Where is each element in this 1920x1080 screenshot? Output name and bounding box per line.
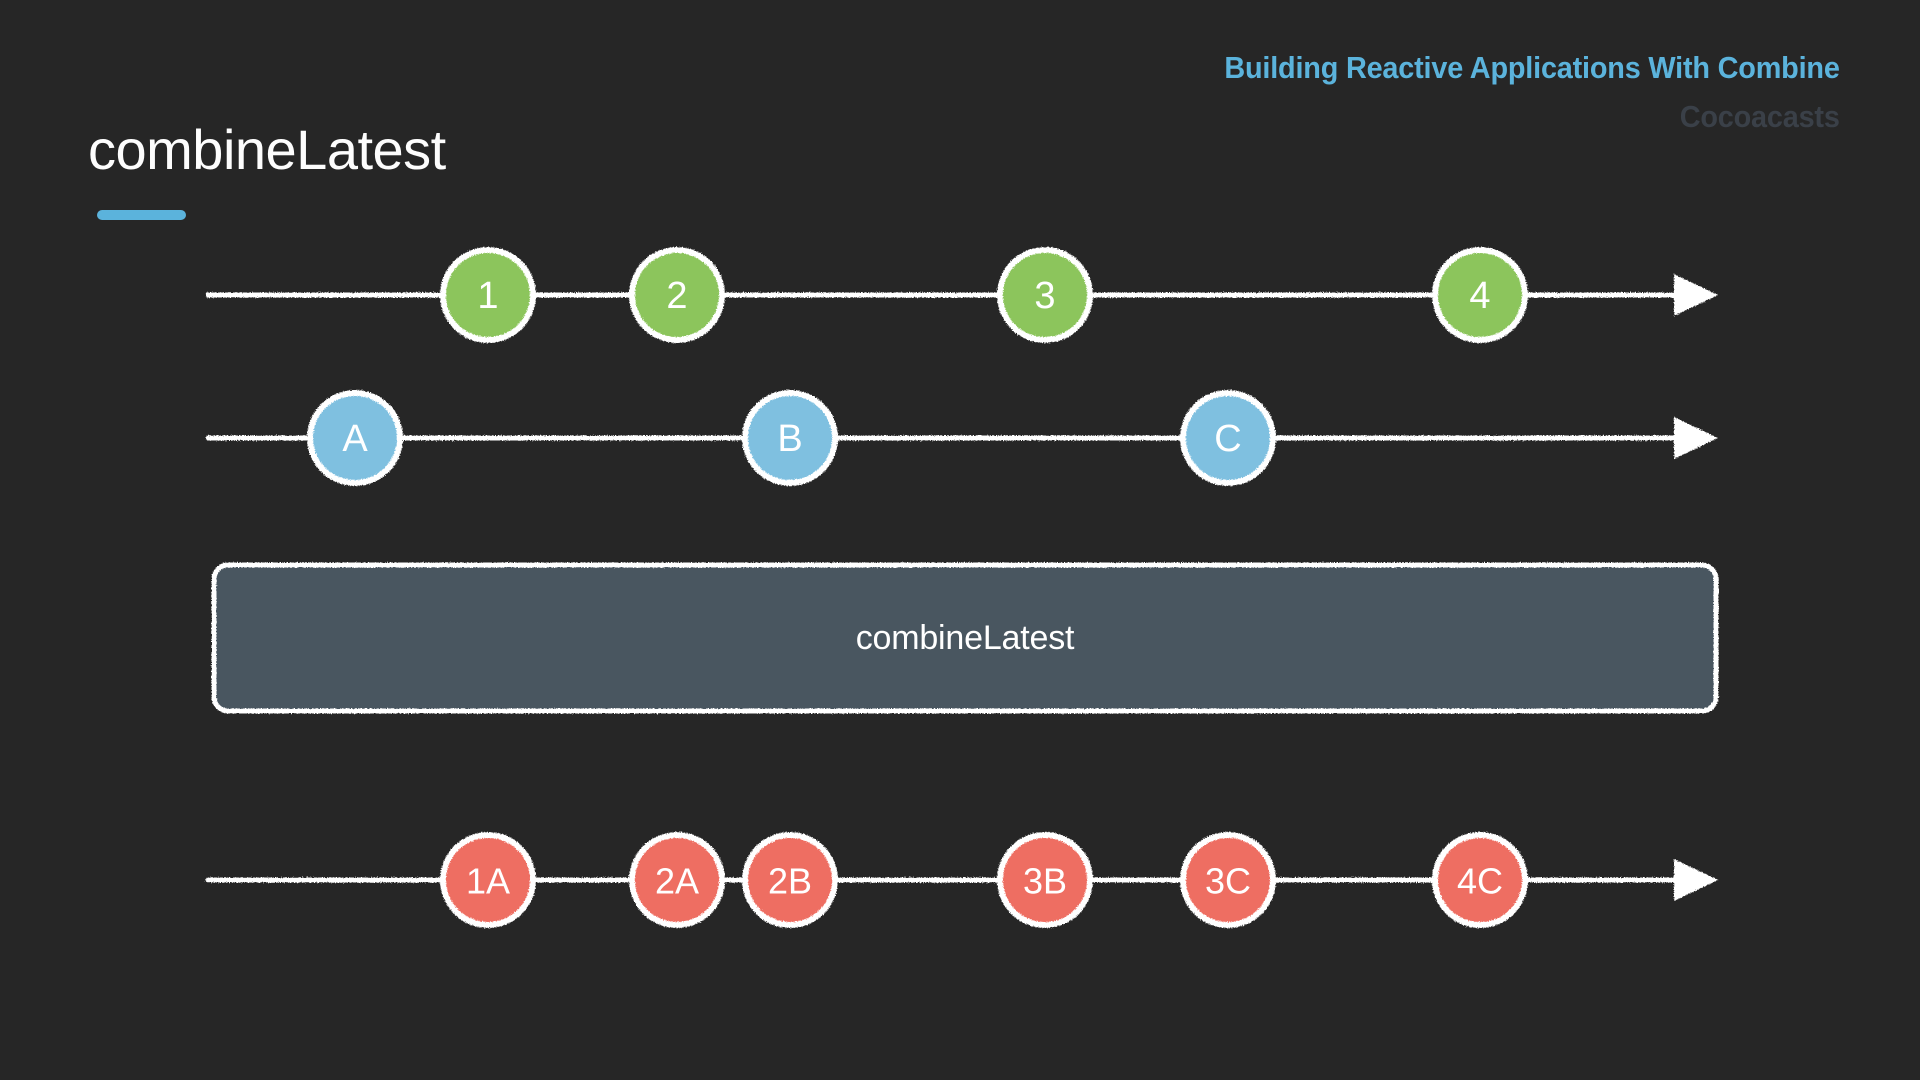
marble-label: 1A [466, 861, 510, 902]
page-title: combineLatest [88, 118, 446, 181]
marble-circle [440, 832, 536, 928]
marble-label: 4C [1457, 861, 1503, 902]
marble: 2B [742, 832, 838, 928]
timeline-arrowhead-icon [1674, 859, 1718, 901]
marble: 4 [1432, 247, 1528, 343]
marble-circle [1432, 247, 1528, 343]
marble-circle [629, 832, 725, 928]
marble: 3C [1180, 832, 1276, 928]
marble-label: A [342, 418, 368, 460]
timeline-arrowhead-icon [1674, 417, 1718, 459]
marble-label: 2 [666, 275, 687, 317]
marble: 1 [440, 247, 536, 343]
marble-circle [440, 247, 536, 343]
marble-label: 2A [655, 861, 699, 902]
operator-box [211, 562, 1719, 714]
marble-label: C [1214, 418, 1241, 460]
marble-label: 1 [477, 275, 498, 317]
header: Building Reactive Applications With Comb… [1178, 50, 1841, 134]
marble-label: B [777, 418, 802, 460]
timeline-arrowhead-icon [1674, 274, 1718, 316]
marble: 3B [997, 832, 1093, 928]
brand-name: Cocoacasts [1680, 99, 1840, 134]
marble-circle [629, 247, 725, 343]
marble-label: 2B [768, 861, 812, 902]
marble: A [307, 390, 403, 486]
marble-label: 3C [1205, 861, 1251, 902]
marble-label: 4 [1469, 275, 1490, 317]
marble: 4C [1432, 832, 1528, 928]
marble-label: 3 [1034, 275, 1055, 317]
timeline-upstream-letters [205, 417, 1718, 459]
marble-circle [997, 247, 1093, 343]
marble-circle [1180, 390, 1276, 486]
marble-label: 3B [1023, 861, 1067, 902]
series-title: Building Reactive Applications With Comb… [1224, 50, 1841, 85]
marble: B [742, 390, 838, 486]
marble-circle [742, 390, 838, 486]
marble: C [1180, 390, 1276, 486]
marble-circle [1180, 832, 1276, 928]
operator-box-shape [211, 562, 1719, 714]
marble: 1A [440, 832, 536, 928]
title-accent-bar [97, 210, 186, 220]
marble-circle [1432, 832, 1528, 928]
marble: 3 [997, 247, 1093, 343]
marble: 2 [629, 247, 725, 343]
marble: 2A [629, 832, 725, 928]
marble-circle [742, 832, 838, 928]
marble-circle [307, 390, 403, 486]
marble-circle [997, 832, 1093, 928]
